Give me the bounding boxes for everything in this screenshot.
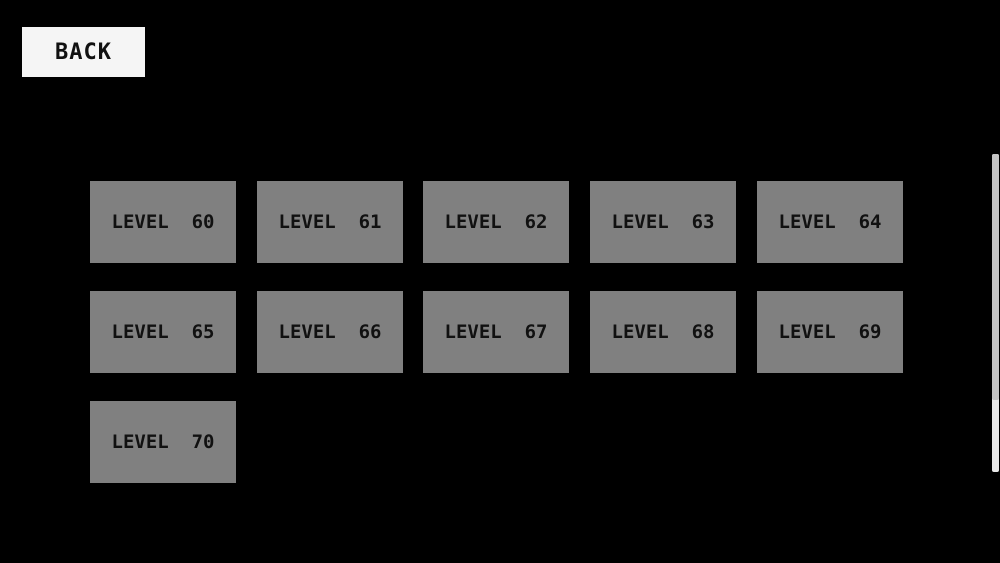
- scrollbar[interactable]: [992, 154, 999, 472]
- back-button[interactable]: BACK: [22, 27, 145, 77]
- level-button[interactable]: LEVEL 67: [423, 291, 569, 373]
- scrollbar-thumb[interactable]: [992, 154, 999, 400]
- level-button[interactable]: LEVEL 70: [90, 401, 236, 483]
- level-button[interactable]: LEVEL 60: [90, 181, 236, 263]
- level-button[interactable]: LEVEL 65: [90, 291, 236, 373]
- level-button[interactable]: LEVEL 61: [257, 181, 403, 263]
- level-button[interactable]: LEVEL 68: [590, 291, 736, 373]
- level-button[interactable]: LEVEL 63: [590, 181, 736, 263]
- level-button[interactable]: LEVEL 66: [257, 291, 403, 373]
- level-button[interactable]: LEVEL 69: [757, 291, 903, 373]
- level-button[interactable]: LEVEL 62: [423, 181, 569, 263]
- level-button[interactable]: LEVEL 64: [757, 181, 903, 263]
